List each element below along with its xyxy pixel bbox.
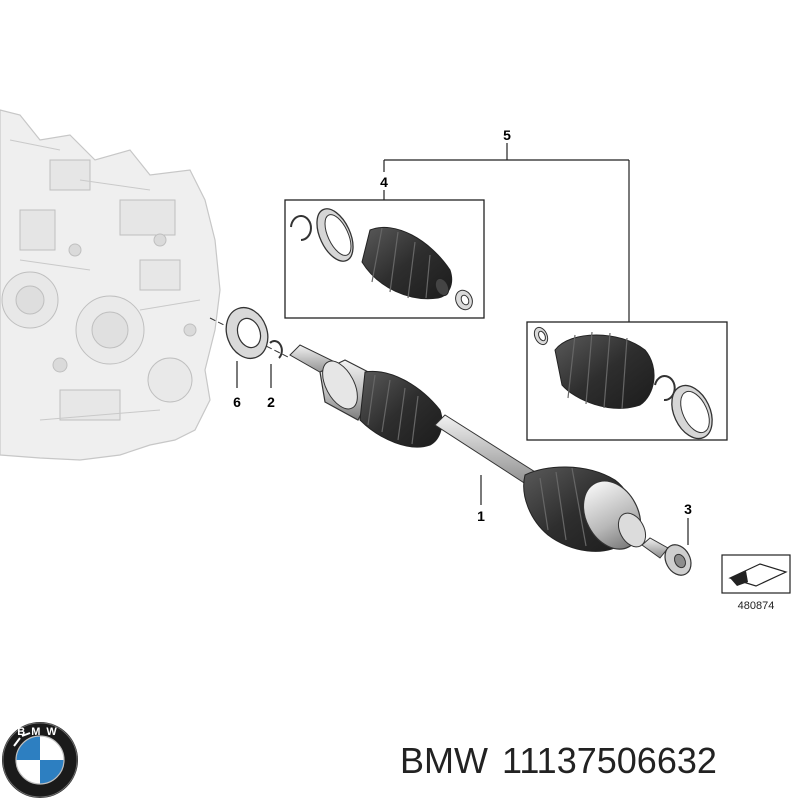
- circlip-part-2: [269, 340, 283, 359]
- svg-text:BMW: BMW: [17, 726, 63, 738]
- part-number: 11137506632: [501, 740, 717, 781]
- brand-name: BMW: [400, 740, 488, 781]
- callout-3: 3: [684, 501, 692, 517]
- reference-icon: [721, 554, 791, 594]
- callout-6: 6: [233, 394, 241, 410]
- axis-line: [209, 317, 291, 359]
- inner-boot-kit-parts: [290, 208, 473, 311]
- bmw-logo: BMW: [2, 722, 78, 798]
- callout-1: 1: [477, 508, 485, 524]
- callout-leader-lines: [236, 143, 689, 545]
- callout-4: 4: [380, 174, 388, 190]
- drive-shaft-part-1: [289, 344, 647, 552]
- outer-boot-kit-parts: [533, 326, 713, 440]
- gearbox-illustration: [0, 109, 221, 461]
- callout-5: 5: [503, 127, 511, 143]
- reference-number: 480874: [738, 600, 775, 612]
- axle-nut-part-3: [641, 537, 692, 576]
- seal-ring-part-6: [225, 306, 269, 360]
- brand-caption: BMW 11137506632: [400, 736, 795, 786]
- callout-2: 2: [267, 394, 275, 410]
- boot-kit-box-part-5: [526, 321, 728, 441]
